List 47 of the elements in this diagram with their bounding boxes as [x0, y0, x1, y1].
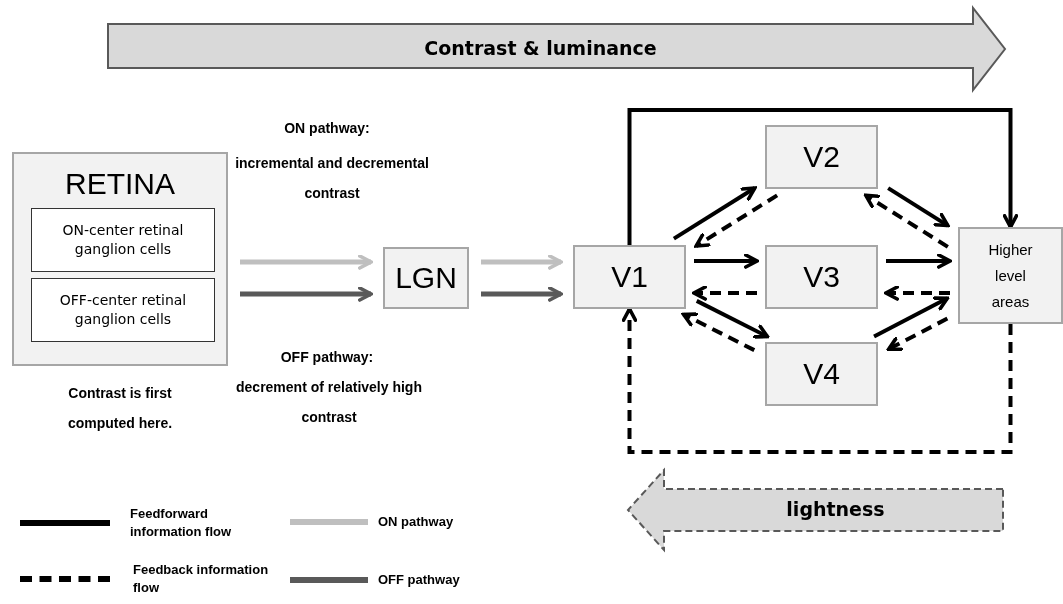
box-label: lightness: [786, 497, 885, 523]
arrow: [884, 285, 950, 301]
arrow: [694, 193, 779, 248]
arrow: [695, 299, 770, 339]
heading: RETINA: [65, 166, 175, 202]
arrow: [627, 108, 1019, 245]
arrow: [240, 286, 373, 302]
arrow: [621, 307, 1013, 454]
area-name: Higher level areas: [987, 239, 1034, 312]
arrow: [692, 285, 757, 301]
legend-text: Feedforward information flow: [130, 505, 233, 541]
arrow: [873, 296, 950, 339]
cell-box: [31, 208, 215, 272]
box-label: LGN: [395, 259, 457, 296]
legend-text: ON pathway: [378, 513, 455, 531]
area-box: [573, 245, 686, 309]
box-label: V1: [611, 258, 648, 295]
box-label: V4: [803, 355, 840, 392]
box-label: V2: [803, 138, 840, 175]
area-box: [765, 342, 878, 406]
box-label: V3: [803, 258, 840, 295]
arrow-label: Contrast & luminance: [424, 36, 657, 62]
retina-box: [12, 152, 228, 366]
arrow: [240, 254, 373, 270]
pathway-description: decrement of relatively high contrast: [235, 378, 423, 427]
arrow: [672, 186, 757, 241]
pathway-heading: ON pathway:: [283, 119, 371, 138]
node-caption: Contrast is first computed here.: [66, 384, 174, 433]
arrow: [863, 193, 949, 249]
legend-text: Feedback information flow: [133, 561, 270, 597]
arrow: [681, 312, 756, 352]
box-label: ON-center retinal ganglion cells: [61, 221, 185, 259]
area-box: [765, 125, 878, 189]
cell-box: [31, 278, 215, 342]
pathway-heading: OFF pathway:: [279, 348, 375, 367]
arrow: [887, 186, 950, 228]
area-box: [383, 247, 469, 309]
arrow: [886, 253, 952, 269]
area-box: [765, 245, 878, 309]
legend-text: OFF pathway: [378, 571, 461, 589]
arrow: [886, 316, 949, 352]
box-label: OFF-center retinal ganglion cells: [58, 291, 188, 329]
arrow: [481, 254, 563, 270]
arrow: [694, 253, 759, 269]
arrow: [481, 286, 563, 302]
pathway-description: incremental and decremental contrast: [234, 154, 430, 203]
area-box: [958, 227, 1063, 324]
